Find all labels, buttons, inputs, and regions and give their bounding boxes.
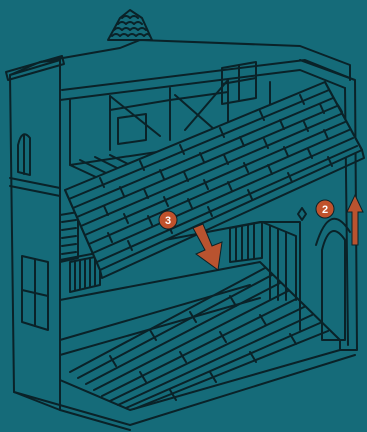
step-number-2: 2 xyxy=(322,204,328,216)
floor xyxy=(14,262,355,430)
step-badge-2: 2 xyxy=(316,200,334,218)
step-badge-3: 3 xyxy=(159,211,177,229)
step-number-3: 3 xyxy=(165,215,171,227)
chimney xyxy=(108,10,152,40)
step-arrow-2 xyxy=(347,195,363,245)
